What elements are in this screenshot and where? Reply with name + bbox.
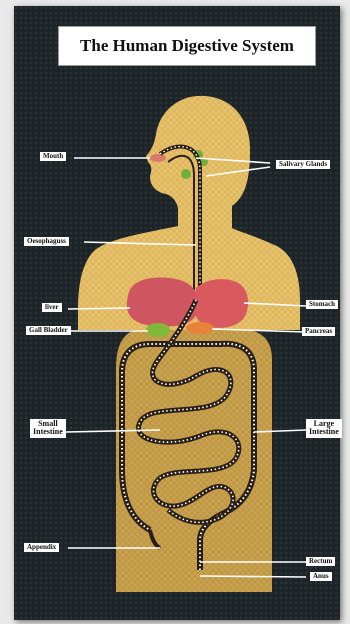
mouth-shape [150,154,166,162]
label-oesophagus: Oesophaguss [24,237,69,246]
label-appendix-text: Appendix [27,543,56,551]
label-liver-text: liver [45,303,59,311]
label-rectum-text: Rectum [309,557,332,565]
salivary-gland-3 [181,169,191,179]
label-large-intestine-line2: Intestine [309,428,339,436]
label-large-intestine: Large Intestine [306,419,342,438]
abdomen-panel [116,330,272,592]
stomach-shape [194,279,249,328]
label-small-intestine: Small Intestine [30,419,66,438]
gall-bladder-shape [146,323,170,337]
label-anus: Anus [310,572,332,581]
label-stomach: Stomach [306,300,338,309]
label-gall-bladder: Gall Bladder [26,326,71,335]
label-rectum: Rectum [306,557,335,566]
label-liver: liver [42,303,62,312]
label-gall-bladder-text: Gall Bladder [29,326,68,334]
label-pancreas-text: Pancreas [305,327,332,335]
label-mouth-text: Mouth [43,152,63,160]
label-salivary-glands: Salivary Glands [276,160,330,169]
label-appendix: Appendix [24,543,59,552]
label-salivary-glands-text: Salivary Glands [279,160,327,168]
pancreas-shape [186,322,214,334]
label-anus-text: Anus [313,572,329,580]
label-stomach-text: Stomach [309,300,335,308]
label-pancreas: Pancreas [302,327,335,336]
label-oesophagus-text: Oesophaguss [27,237,66,245]
label-mouth: Mouth [40,152,66,161]
label-small-intestine-line2: Intestine [33,428,63,436]
